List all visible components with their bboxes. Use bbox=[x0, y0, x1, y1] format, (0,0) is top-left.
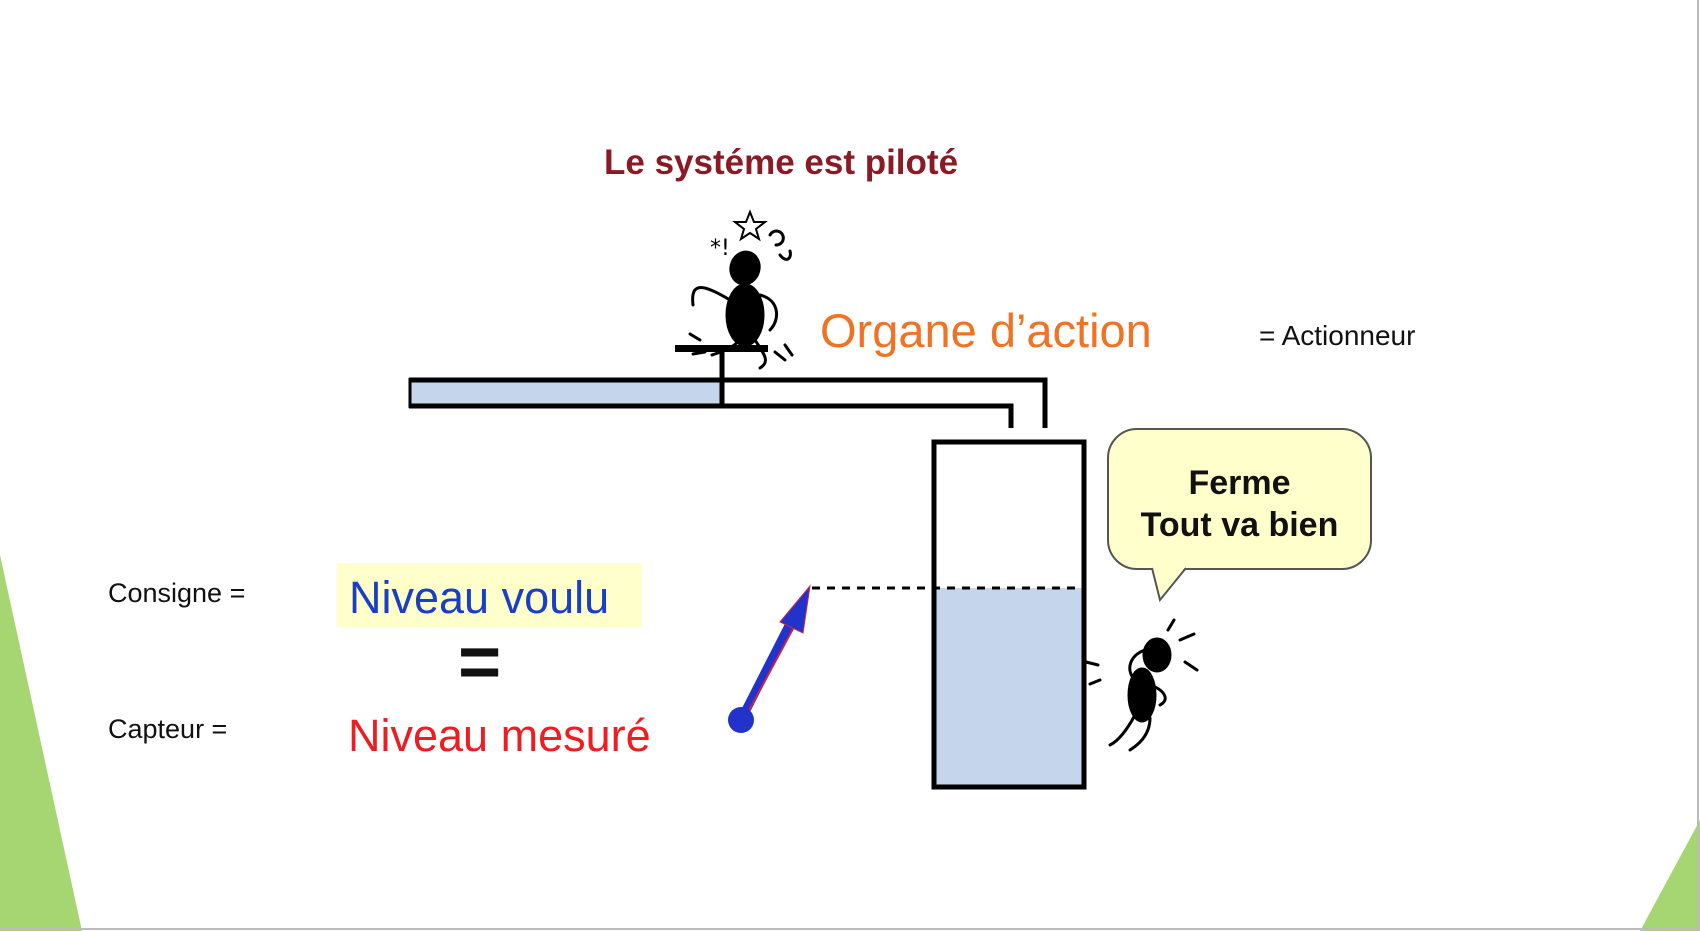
equals-sign: = bbox=[458, 620, 502, 703]
pipe-bottom-wall bbox=[409, 403, 1014, 428]
worried-person-icon: *! bbox=[688, 209, 794, 370]
green-corner-left bbox=[0, 555, 82, 931]
capteur-label: Capteur = bbox=[108, 714, 228, 744]
speech-bubble bbox=[1107, 428, 1372, 570]
tank-water bbox=[934, 588, 1084, 786]
niveau-voulu-text: Niveau voulu bbox=[349, 572, 610, 623]
bubble-text-line2: Tout va bien bbox=[1140, 506, 1339, 544]
niveau-voulu-highlight bbox=[337, 563, 642, 627]
valve-handle bbox=[675, 345, 768, 352]
happy-person-icon bbox=[1084, 618, 1199, 752]
pipe-top-wall bbox=[409, 377, 1048, 428]
green-corner-right bbox=[1640, 820, 1700, 931]
tank bbox=[931, 439, 1087, 790]
organe-label: Organe d’action bbox=[820, 304, 1152, 357]
svg-text:*!: *! bbox=[710, 236, 730, 261]
bubble-text-line1: Ferme bbox=[1188, 464, 1291, 502]
pipe-water bbox=[410, 380, 723, 406]
niveau-mesure-text: Niveau mesuré bbox=[348, 710, 651, 761]
slide-title: Le systéme est piloté bbox=[604, 143, 959, 182]
consigne-label: Consigne = bbox=[108, 578, 246, 608]
actionneur-label: = Actionneur bbox=[1259, 320, 1416, 351]
sensor-arrow-icon bbox=[728, 584, 811, 733]
